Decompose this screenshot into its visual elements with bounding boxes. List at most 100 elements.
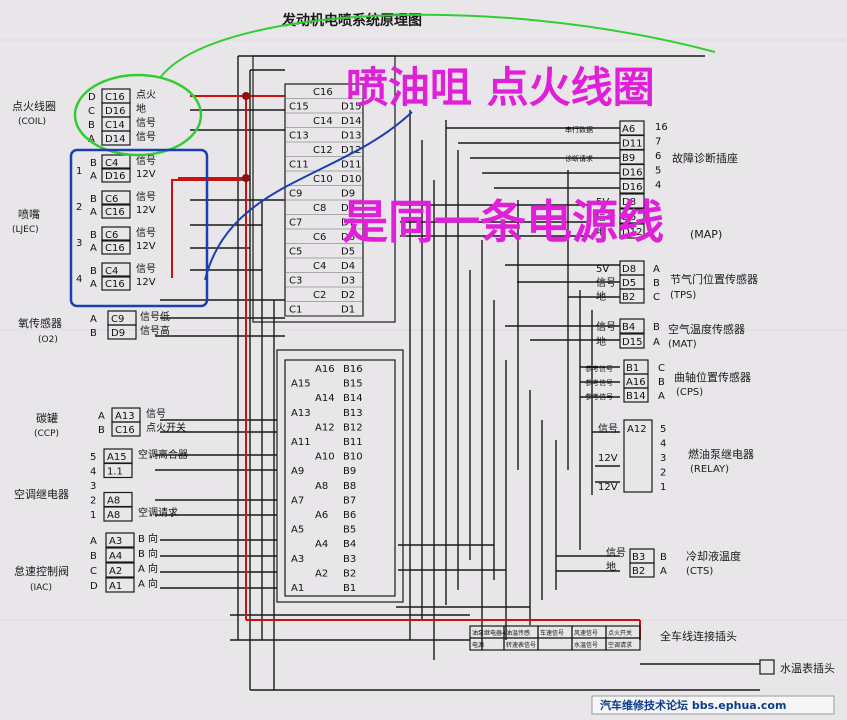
ecu-cd-frame bbox=[252, 55, 396, 323]
pin-signal: 信号 bbox=[136, 263, 156, 275]
ecu-pin: C7 bbox=[289, 218, 302, 229]
ecu-pin: A13 bbox=[291, 408, 311, 419]
connector-pin-label: D11 bbox=[622, 139, 642, 150]
pin-letter: D bbox=[88, 92, 96, 103]
ecu-pin: A6 bbox=[315, 510, 328, 521]
connector-pin-box bbox=[101, 203, 131, 219]
ecu-pin: D7 bbox=[341, 218, 355, 229]
connector-pin-label: C16 bbox=[115, 425, 135, 436]
injector-number: 2 bbox=[76, 202, 82, 213]
pin-signal: 参考信号 bbox=[585, 378, 613, 387]
pin-letter: 5 bbox=[90, 452, 96, 463]
ecu-pin: C6 bbox=[313, 232, 326, 243]
relay-name: 燃油泵继电器 bbox=[688, 447, 754, 461]
tps-code: (TPS) bbox=[670, 290, 696, 301]
connector-pin-box bbox=[619, 193, 645, 209]
connector-pin-label: A3 bbox=[109, 536, 122, 547]
watermark[interactable]: 汽车维修技术论坛 bbs.ephua.com bbox=[600, 698, 786, 712]
o2-name: 氧传感器 bbox=[18, 316, 62, 330]
pin-letter: B bbox=[90, 230, 97, 241]
watermark-box bbox=[591, 695, 835, 715]
wiring bbox=[155, 55, 760, 691]
connector-pin-label: C16 bbox=[105, 207, 125, 218]
cts-name: 冷却液温度 bbox=[686, 549, 741, 563]
harness-cell-label: 油泵继电器4 bbox=[472, 629, 506, 637]
ecu-pin: D6 bbox=[341, 232, 355, 243]
pin-signal: 地 bbox=[606, 560, 616, 573]
ecu-pin: D10 bbox=[341, 174, 361, 185]
ecu-pin: B8 bbox=[343, 481, 356, 492]
injector-number: 4 bbox=[76, 274, 82, 285]
ecu-pin: A3 bbox=[291, 554, 304, 565]
pin-number: 6 bbox=[655, 151, 661, 162]
ecu-pin: C4 bbox=[313, 261, 326, 272]
connector-pin-box bbox=[101, 190, 131, 206]
connector-pin-box bbox=[101, 130, 131, 146]
harness-cell-label: 电源 bbox=[472, 641, 484, 649]
harness-cell-label: 转速表信号 bbox=[506, 641, 536, 649]
connector-pin-box bbox=[619, 288, 645, 304]
power-junction bbox=[242, 92, 250, 100]
connector-pin-box bbox=[629, 562, 655, 578]
connector-pin-box bbox=[619, 178, 645, 194]
ecu-pin: D14 bbox=[341, 116, 361, 127]
connector-pin-label: D16 bbox=[622, 168, 642, 179]
pin-signal: 5V bbox=[596, 197, 609, 208]
ecu-pin: D13 bbox=[341, 131, 361, 142]
water-gauge-plug bbox=[759, 659, 775, 675]
pin-letter: B bbox=[88, 120, 95, 131]
ecu-pin: A1 bbox=[291, 583, 304, 594]
ecu-pin: B1 bbox=[343, 583, 356, 594]
pin-letter: 3 bbox=[90, 481, 96, 492]
pin-signal: 信号 bbox=[596, 211, 616, 223]
connector-pin-label: D9 bbox=[111, 328, 125, 339]
ac-relay-name: 空调继电器 bbox=[14, 487, 69, 501]
pin-signal: 5V bbox=[596, 264, 609, 275]
ecu-pin: D4 bbox=[341, 261, 355, 272]
ccp-code: (CCP) bbox=[34, 429, 59, 439]
harness-cell-label: 水温信号 bbox=[574, 641, 598, 649]
pin-number: 5 bbox=[655, 166, 661, 177]
ecu-pin: C1 bbox=[289, 305, 302, 316]
ecu-ab-frame bbox=[276, 349, 404, 603]
pin-signal: 信号低 bbox=[140, 310, 170, 323]
connector-pin-label: D8 bbox=[622, 264, 636, 275]
pin-signal: 点火 bbox=[136, 89, 156, 101]
connector-pin-label: C4 bbox=[105, 158, 118, 169]
cts-code: (CTS) bbox=[686, 566, 713, 577]
ecu-pin: A8 bbox=[315, 481, 328, 492]
pin-signal: 12V bbox=[136, 277, 156, 288]
ecu-pin: A11 bbox=[291, 437, 311, 448]
connector-pin-box bbox=[623, 387, 649, 403]
ecu-pin: A10 bbox=[315, 452, 335, 463]
pin-number: 16 bbox=[655, 122, 668, 133]
connector-pin-label: B2 bbox=[632, 566, 645, 577]
ecu-pin: C14 bbox=[313, 116, 333, 127]
pin-letter: B bbox=[660, 552, 667, 563]
injector-number: 1 bbox=[76, 166, 82, 177]
o2-code: (O2) bbox=[38, 335, 58, 345]
ecu-pin: B12 bbox=[343, 422, 363, 433]
connector-pin-label: D8 bbox=[622, 197, 636, 208]
connector-pin-label: B9 bbox=[622, 153, 635, 164]
coil-code: (COIL) bbox=[18, 117, 46, 127]
ecu-pin: B16 bbox=[343, 364, 363, 375]
ecu-pin: A2 bbox=[315, 568, 328, 579]
harness-cell-label: 油温传感 bbox=[506, 629, 530, 637]
connector-pin-box bbox=[101, 262, 131, 278]
pin-signal: 参考信号 bbox=[585, 364, 613, 373]
ecu-pin: B2 bbox=[343, 568, 356, 579]
connector-pin-label: C14 bbox=[105, 120, 125, 131]
pin-signal: 信号 bbox=[606, 547, 626, 559]
connector-pin-label: D5 bbox=[622, 278, 636, 289]
pin-signal: 信号 bbox=[136, 131, 156, 143]
blue-arrow-line bbox=[204, 111, 413, 281]
pin-letter: D bbox=[90, 581, 98, 592]
ecu-pin: A7 bbox=[291, 495, 304, 506]
injector-name: 喷嘴 bbox=[18, 208, 40, 221]
connector-pin-label: A12 bbox=[627, 424, 647, 435]
connector-pin-label: C4 bbox=[105, 266, 118, 277]
cps-code: (CPS) bbox=[676, 387, 703, 398]
